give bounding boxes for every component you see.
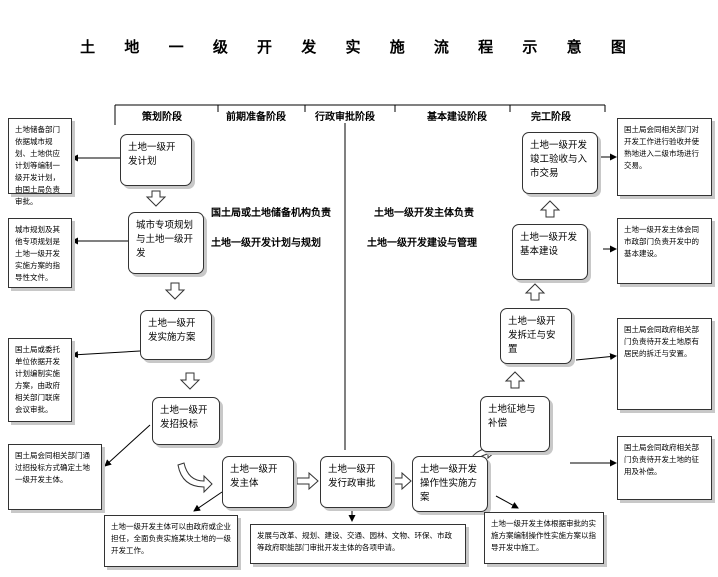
step-implementation-plan: 土地一级开发实施方案 bbox=[140, 310, 212, 360]
step-operational-plan: 土地一级开发操作性实施方案 bbox=[412, 456, 488, 512]
step-developer: 土地一级开发主体 bbox=[222, 456, 294, 508]
note-admin-approval: 发展与改革、规划、建设、交通、园林、文物、环保、市政等政府职能部门审批开发主体的… bbox=[250, 524, 466, 564]
note-operational-plan: 土地一级开发主体根据审批的实施方案编制操作性实施方案以指导开发中施工。 bbox=[484, 512, 604, 564]
note-developer: 土地一级开发主体可以由政府或企业担任，全面负责实施某块土地的一级开发工作。 bbox=[104, 515, 238, 567]
step-plan: 土地一级开发计划 bbox=[120, 134, 192, 186]
note-acceptance: 国土局会同相关部门对开发工作进行验收并使熟地进入二级市场进行交易。 bbox=[617, 118, 712, 196]
phase-preparation: 前期准备阶段 bbox=[226, 112, 286, 123]
note-construction: 土地一级开发主体会同市政部门负责开发中的基本建设。 bbox=[617, 218, 712, 284]
note-implementation-plan: 国土局或委托单位依据开发计划编制实施方案，由政府相关部门联席会议审批。 bbox=[8, 338, 72, 422]
note-plan: 土地储备部门依据城市规划、土地供应计划等编制一级开发计划，由国土局负责审批。 bbox=[8, 118, 72, 206]
header-left-bottom: 土地一级开发计划与规划 bbox=[211, 238, 321, 249]
note-demolition: 国土局会同政府相关部门负责待开发土地原有居民的拆迁与安置。 bbox=[617, 318, 712, 410]
note-special-planning: 城市规划及其他专项规划是土地一级开发实施方案的指导性文件。 bbox=[8, 218, 72, 288]
phase-completion: 完工阶段 bbox=[531, 112, 571, 123]
phase-planning: 策划阶段 bbox=[142, 112, 182, 123]
step-acceptance: 土地一级开发竣工验收与入市交易 bbox=[522, 132, 598, 194]
note-land-acquisition: 国土局会同政府相关部门负责待开发土地的征用及补偿。 bbox=[617, 436, 712, 500]
step-bidding: 土地一级开发招投标 bbox=[152, 397, 220, 445]
header-right-top: 土地一级开发主体负责 bbox=[374, 208, 474, 219]
step-demolition: 土地一级开发拆迁与安置 bbox=[500, 308, 572, 364]
step-construction: 土地一级开发基本建设 bbox=[512, 224, 588, 280]
header-right-bottom: 土地一级开发建设与管理 bbox=[367, 238, 477, 249]
step-admin-approval: 土地一级开发行政审批 bbox=[320, 456, 392, 508]
phase-construction: 基本建设阶段 bbox=[427, 112, 487, 123]
step-special-planning: 城市专项规划与土地一级开发 bbox=[128, 212, 204, 274]
page-title: 土 地 一 级 开 发 实 施 流 程 示 意 图 bbox=[80, 38, 638, 56]
phase-approval: 行政审批阶段 bbox=[315, 112, 375, 123]
note-bidding: 国土局会同相关部门通过招投标方式确定土地一级开发主体。 bbox=[8, 444, 102, 510]
step-land-acquisition: 土地征地与补偿 bbox=[480, 396, 550, 452]
header-left-top: 国土局或土地储备机构负责 bbox=[211, 208, 331, 219]
